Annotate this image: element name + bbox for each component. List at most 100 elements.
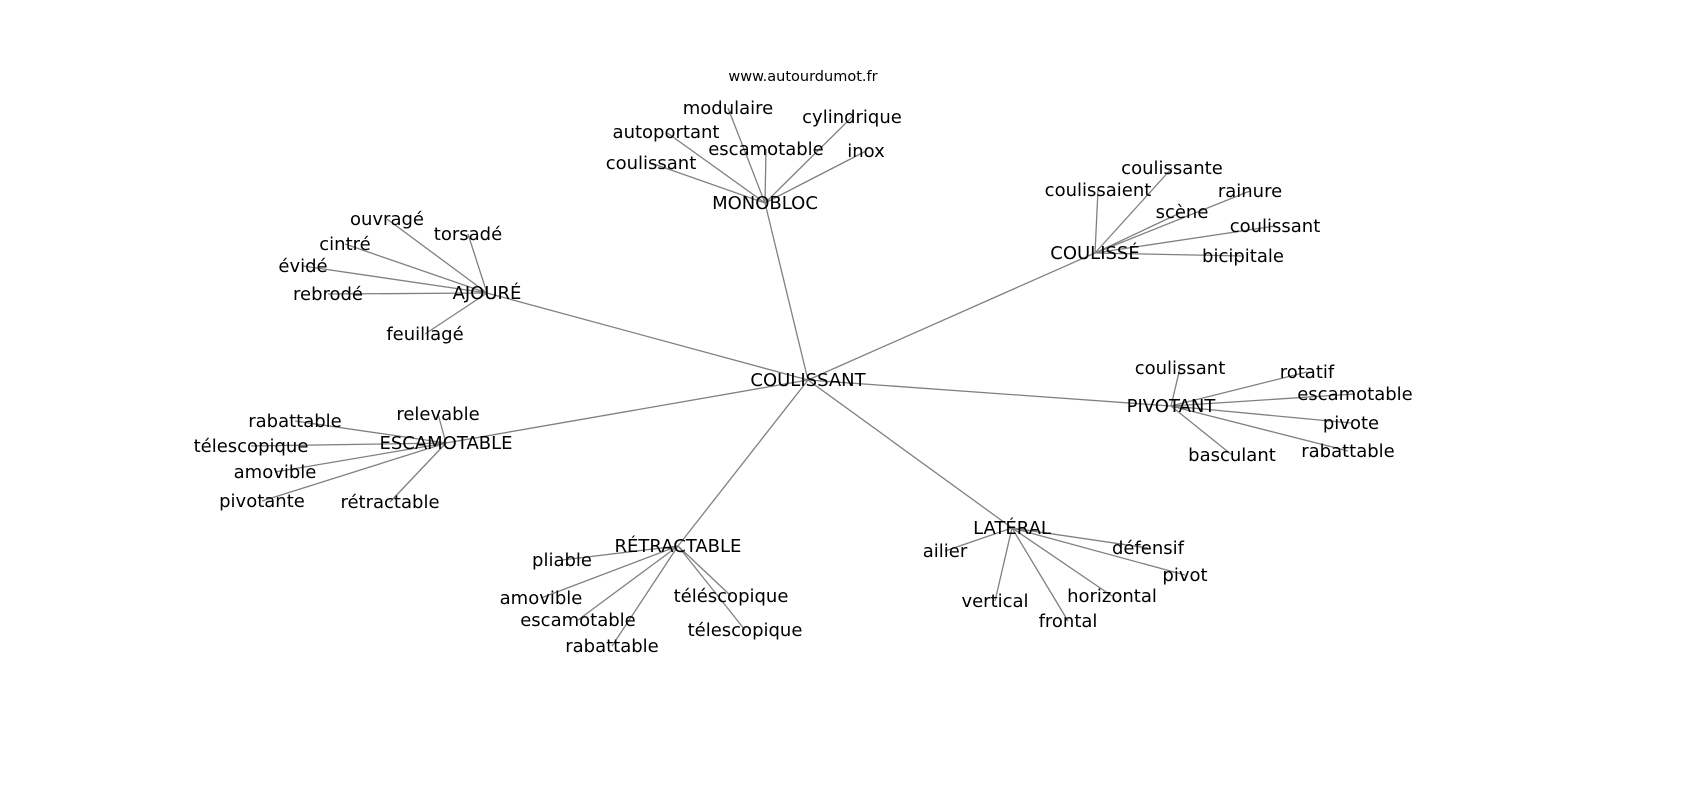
edge-root-to-5 — [677, 379, 809, 547]
edge-hub-1-leaf-2 — [1094, 190, 1251, 254]
leaf-node-label: coulissant — [1135, 358, 1226, 379]
edge-root-to-3 — [807, 379, 1172, 407]
leaf-node-label: modulaire — [683, 98, 774, 119]
leaf-node-label: scène — [1156, 202, 1209, 223]
edge-hub-5-leaf-4 — [677, 545, 732, 597]
hub-node-label: LATÉRAL — [973, 517, 1051, 539]
edge-hub-2-leaf-4 — [327, 292, 488, 295]
edge-hub-1-leaf-1 — [1094, 167, 1173, 254]
leaf-node-label: télescopique — [194, 436, 309, 457]
edge-hub-6-leaf-4 — [1011, 527, 1113, 597]
edge-hub-3-leaf-3 — [1170, 405, 1352, 424]
leaf-node-label: cintré — [319, 234, 370, 255]
leaf-node-label: escamotable — [1297, 384, 1413, 405]
leaf-node-label: horizontal — [1067, 586, 1157, 607]
edge-hub-5-leaf-1 — [540, 545, 679, 599]
leaf-node-label: rebrodé — [293, 284, 363, 305]
hub-node-label: ESCAMOTABLE — [379, 433, 512, 454]
leaf-node-label: escamotable — [708, 139, 824, 160]
leaf-node-label: télescopique — [688, 620, 803, 641]
leaf-node-label: rabattable — [248, 411, 342, 432]
hub-node-label: MONOBLOC — [712, 193, 818, 214]
edge-hub-1-leaf-4 — [1094, 225, 1276, 254]
leaf-node-label: coulissant — [606, 153, 697, 174]
leaf-node-label: vertical — [961, 591, 1028, 612]
leaf-node-label: frontal — [1039, 611, 1098, 632]
leaf-node-label: coulissante — [1121, 158, 1223, 179]
edge-root-to-0 — [764, 202, 809, 381]
edge-hub-6-leaf-1 — [1011, 527, 1149, 549]
edge-hub-5-leaf-0 — [561, 545, 679, 561]
hub-node-label: COULISSÉ — [1050, 242, 1139, 264]
edge-hub-6-leaf-5 — [1011, 527, 1069, 622]
edge-hub-0-leaf-0 — [650, 162, 766, 204]
site-title: www.autourdumot.fr — [728, 69, 877, 85]
leaf-node-label: pivot — [1162, 565, 1207, 586]
leaf-node-label: inox — [847, 141, 885, 162]
edge-hub-2-leaf-0 — [386, 218, 488, 294]
edge-hub-0-leaf-5 — [764, 150, 867, 204]
leaf-node-label: pliable — [532, 550, 592, 571]
edge-hub-0-leaf-2 — [727, 107, 766, 204]
edge-hub-5-leaf-5 — [677, 545, 746, 631]
edges-layer — [250, 107, 1356, 647]
edge-hub-6-leaf-0 — [944, 527, 1013, 552]
edge-hub-2-leaf-1 — [467, 233, 488, 294]
edge-root-to-2 — [486, 292, 809, 381]
edge-hub-1-leaf-0 — [1094, 189, 1099, 254]
hub-node-label: PIVOTANT — [1127, 396, 1217, 417]
edge-hub-3-leaf-2 — [1170, 393, 1356, 407]
leaf-node-label: évidé — [278, 256, 327, 277]
leaf-node-label: rotatif — [1280, 362, 1335, 383]
edge-hub-3-leaf-4 — [1170, 405, 1233, 456]
leaf-node-label: amovible — [500, 588, 583, 609]
leaf-node-label: feuillagé — [386, 324, 463, 345]
edge-hub-4-leaf-2 — [250, 442, 447, 447]
edge-hub-6-leaf-2 — [1011, 527, 1186, 576]
edge-hub-1-leaf-5 — [1094, 252, 1244, 257]
edge-hub-2-leaf-3 — [302, 265, 488, 294]
leaf-node-label: relevable — [396, 404, 479, 425]
edge-hub-5-leaf-2 — [577, 545, 679, 621]
leaf-node-label: rabattable — [1301, 441, 1395, 462]
hub-node-label: RÉTRACTABLE — [615, 535, 742, 557]
edge-hub-4-leaf-3 — [274, 442, 447, 473]
edge-hub-4-leaf-4 — [261, 442, 447, 502]
edge-hub-3-leaf-0 — [1170, 367, 1181, 407]
leaf-node-label: pivote — [1323, 413, 1379, 434]
edge-root-to-1 — [807, 252, 1096, 381]
leaf-node-label: torsadé — [434, 224, 502, 245]
edge-hub-3-leaf-5 — [1170, 405, 1349, 452]
edge-root-to-4 — [445, 379, 809, 444]
leaf-node-label: défensif — [1112, 538, 1185, 559]
edge-root-to-6 — [807, 379, 1013, 529]
edge-hub-0-leaf-4 — [764, 148, 767, 204]
edge-hub-1-leaf-3 — [1094, 211, 1183, 254]
edge-hub-3-leaf-1 — [1170, 371, 1308, 407]
leaf-node-label: rabattable — [565, 636, 659, 657]
leaf-node-label: téléscopique — [674, 586, 789, 607]
leaf-node-label: autoportant — [613, 122, 720, 143]
leaf-node-label: coulissant — [1230, 216, 1321, 237]
leaf-node-label: bicipitale — [1202, 246, 1284, 267]
leaf-node-label: basculant — [1188, 445, 1276, 466]
edge-hub-0-leaf-3 — [764, 116, 853, 204]
edge-hub-6-leaf-3 — [994, 527, 1013, 602]
leaf-node-label: rétractable — [340, 492, 439, 513]
labels-layer: coulissant autoportant modulaire cylindriqu… — [194, 98, 1413, 657]
leaf-node-label: amovible — [234, 462, 317, 483]
leaf-node-label: pivotante — [219, 491, 305, 512]
leaf-node-label: ailier — [923, 541, 968, 562]
edge-hub-4-leaf-1 — [294, 420, 447, 444]
edge-hub-5-leaf-3 — [611, 545, 679, 647]
root-node-label: COULISSANT — [750, 370, 866, 391]
edge-hub-4-leaf-5 — [389, 442, 447, 503]
leaf-node-label: cylindrique — [802, 107, 902, 128]
leaf-node-label: escamotable — [520, 610, 636, 631]
edge-hub-0-leaf-1 — [665, 131, 766, 204]
leaf-node-label: ouvragé — [350, 209, 424, 230]
edge-hub-4-leaf-0 — [437, 413, 447, 444]
leaf-node-label: rainure — [1218, 181, 1282, 202]
edge-hub-2-leaf-5 — [424, 292, 488, 335]
